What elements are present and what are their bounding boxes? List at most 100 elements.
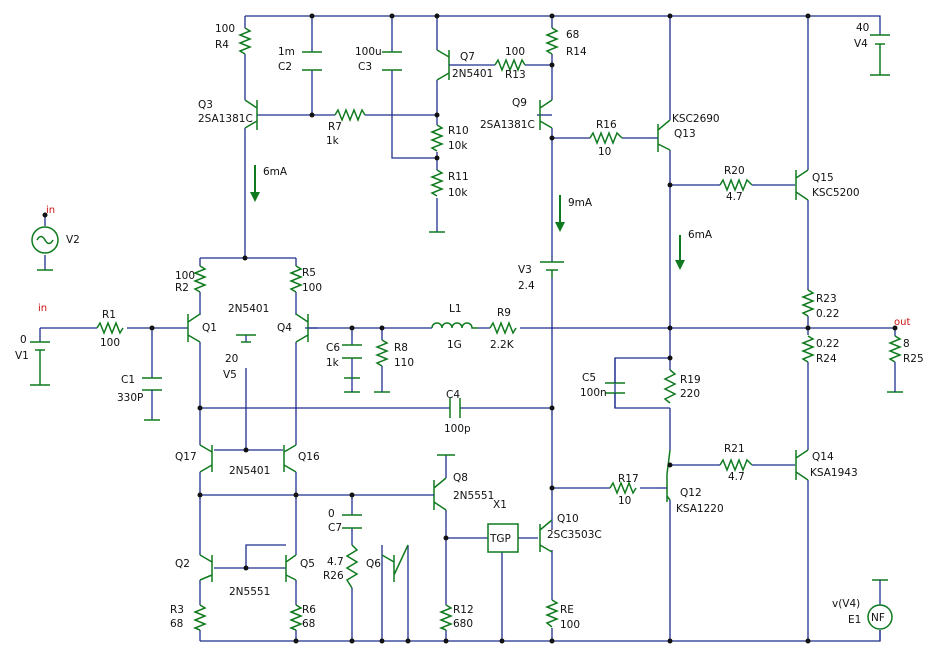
resistor-R14 <box>544 27 560 55</box>
resistor-R8 <box>374 339 390 367</box>
q13-part: KSC2690 <box>672 113 720 125</box>
q10-name: Q10 <box>557 513 579 525</box>
c1-name: C1 <box>121 374 135 386</box>
r17-name: R17 <box>618 473 639 485</box>
r11-name: R11 <box>448 171 469 183</box>
r25-value: 8 <box>903 338 910 350</box>
v1-value: 0 <box>20 334 27 346</box>
r6-name: R6 <box>302 604 316 616</box>
c5-value: 100n <box>580 387 607 399</box>
q6-name: Q6 <box>366 558 381 570</box>
resistor-R16 <box>589 130 623 146</box>
e1-name: E1 <box>848 614 861 626</box>
r12-value: 680 <box>453 618 473 630</box>
resistor-R24 <box>800 335 816 363</box>
q3-name: Q3 <box>198 99 213 111</box>
r4-name: R4 <box>215 39 229 51</box>
v1-name: V1 <box>15 350 29 362</box>
r16-name: R16 <box>596 119 617 131</box>
current-1: 6mA <box>263 166 288 178</box>
r10-value: 10k <box>448 140 468 152</box>
v3-name: V3 <box>518 264 532 276</box>
e1-expr: v(V4) <box>832 598 860 610</box>
q12-part: KSA1220 <box>676 503 724 515</box>
c5-name: C5 <box>582 372 596 384</box>
source-V1 <box>30 341 50 375</box>
r25-name: R25 <box>903 353 924 365</box>
r16-value: 10 <box>598 146 611 158</box>
nf-label: NF <box>871 612 885 624</box>
source-V2 <box>31 226 59 254</box>
r9-value: 2.2K <box>490 339 515 351</box>
transistor-Q7 <box>436 49 465 81</box>
q15-name: Q15 <box>812 172 834 184</box>
source-V4 <box>870 34 890 62</box>
q12-name: Q12 <box>680 487 702 499</box>
resistor-R5 <box>288 265 304 293</box>
q10-part: 2SC3503C <box>547 529 602 541</box>
v4-value: 40 <box>856 22 869 34</box>
r20-name: R20 <box>724 165 745 177</box>
v2-name: V2 <box>66 234 80 246</box>
transistor-Q6 <box>381 544 409 582</box>
r8-value: 110 <box>394 357 414 369</box>
resistor-R12 <box>438 604 454 631</box>
q13-name: Q13 <box>674 128 696 140</box>
resistor-R23 <box>800 289 816 317</box>
wires <box>39 15 896 642</box>
r8-name: R8 <box>394 342 408 354</box>
r24-name: R24 <box>816 353 837 365</box>
capacitor-C7 <box>342 514 362 529</box>
capacitor-C1 <box>142 377 162 391</box>
ground-icon <box>30 375 50 386</box>
transistor-Q15 <box>795 169 809 201</box>
tgp-box <box>487 523 519 553</box>
r26-name: R26 <box>323 570 344 582</box>
c3-name: C3 <box>358 61 372 73</box>
l1-value: 1G <box>447 339 462 351</box>
labels: 100 R4 1m C2 100u C3 Q7 2N5401 100 R13 6… <box>15 22 924 631</box>
re-name: RE <box>560 604 574 616</box>
transistor-Q12 <box>655 449 671 502</box>
resistor-R2 <box>192 265 208 293</box>
q17-name: Q17 <box>175 451 197 463</box>
q1-part: 2N5401 <box>228 303 269 315</box>
r4-value: 100 <box>215 23 235 35</box>
q1-name: Q1 <box>202 322 217 334</box>
resistor-R6 <box>288 604 304 631</box>
node-in-top: in <box>46 205 55 216</box>
transistor-Q16 <box>283 444 297 473</box>
q3-part: 2SA1381C <box>198 113 253 125</box>
q4-name: Q4 <box>277 322 292 334</box>
resistor-RE <box>544 599 560 628</box>
r17-value: 10 <box>618 495 631 507</box>
ground-icon <box>870 62 890 76</box>
capacitor-C4 <box>449 398 461 418</box>
q15-part: KSC5200 <box>812 187 860 199</box>
q7-part: 2N5401 <box>452 68 493 80</box>
c4-value: 100p <box>444 423 471 435</box>
q14-part: KSA1943 <box>810 467 858 479</box>
r10-name: R10 <box>448 125 469 137</box>
re-value: 100 <box>560 619 580 631</box>
c6-name: C6 <box>326 342 340 354</box>
resistor-R17 <box>609 480 637 496</box>
v3-value: 2.4 <box>518 280 535 292</box>
resistor-R20 <box>719 177 753 193</box>
transistor-Q8 <box>432 477 447 511</box>
resistor-R21 <box>719 457 753 473</box>
transistor-Q2 <box>199 554 213 582</box>
q16-name: Q16 <box>298 451 320 463</box>
r7-value: 1k <box>326 135 340 147</box>
r5-name: R5 <box>302 267 316 279</box>
junctions <box>42 13 898 644</box>
transistor-Q17 <box>199 444 213 473</box>
v5-name: V5 <box>223 369 237 381</box>
transistor-Q10 <box>539 519 553 553</box>
c1-value: 330P <box>117 392 143 404</box>
q2-part: 2N5551 <box>229 586 270 598</box>
x1-name: X1 <box>493 499 507 511</box>
r20-value: 4.7 <box>726 191 743 203</box>
resistor-R26 <box>345 544 359 589</box>
